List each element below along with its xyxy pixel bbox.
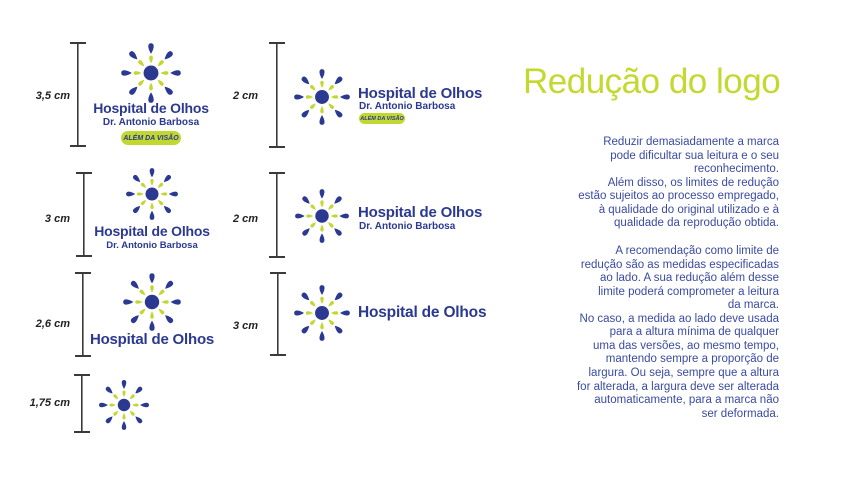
starburst-icon: [293, 68, 351, 126]
measure-line-row4-left: [74, 374, 90, 433]
starburst-icon: [294, 188, 350, 244]
page-title: Redução do logo: [523, 62, 781, 101]
logo-name: Hospital de Olhos: [358, 204, 483, 221]
body-copy: Reduzir demasiadamente a marca pode difi…: [547, 136, 779, 435]
logo-name: Hospital de Olhos: [94, 223, 210, 239]
measurement-label: 1,75 cm: [29, 397, 70, 409]
logo-tagline-badge: ALÉM DA VISÃO: [121, 131, 181, 145]
logo-subtitle: Dr. Antonio Barbosa: [359, 221, 456, 232]
measurement-label: 3 cm: [233, 320, 259, 332]
starburst-icon: [98, 379, 150, 431]
logo-subtitle: Dr. Antonio Barbosa: [359, 101, 456, 112]
logo-name: Hospital de Olhos: [93, 100, 209, 116]
body-paragraph-1: Reduzir demasiadamente a marca pode difi…: [578, 136, 779, 230]
measurement-label: 2 cm: [233, 213, 259, 225]
logo-name: Hospital de Olhos: [358, 85, 483, 102]
logo-name: Hospital de Olhos: [358, 304, 487, 321]
logo-subtitle: Dr. Antonio Barbosa: [102, 117, 200, 128]
starburst-icon: [122, 272, 182, 332]
measurement-label: 2 cm: [233, 90, 259, 102]
measurement-label: 3,5 cm: [35, 90, 70, 102]
logo-subtitle: Dr. Antonio Barbosa: [106, 240, 198, 251]
measure-line-row2-right: [269, 172, 285, 258]
measure-line-row1-left: [70, 42, 86, 147]
starburst-icon: [125, 167, 179, 221]
measure-line-row2-left: [76, 172, 92, 257]
measure-line-row1-right: [269, 42, 285, 148]
measure-line-row3-right: [270, 272, 286, 356]
measurement-label: 3 cm: [44, 213, 70, 225]
body-paragraph-2: A recomendação como limite de redução sã…: [576, 244, 779, 420]
measurement-label: 2,6 cm: [35, 318, 70, 330]
starburst-icon: [293, 284, 351, 342]
logo-tagline-badge: ALÉM DA VISÃO: [359, 113, 405, 124]
starburst-icon: [120, 42, 182, 104]
logo-name: Hospital de Olhos: [89, 331, 215, 348]
measure-line-row3-left: [75, 272, 91, 357]
